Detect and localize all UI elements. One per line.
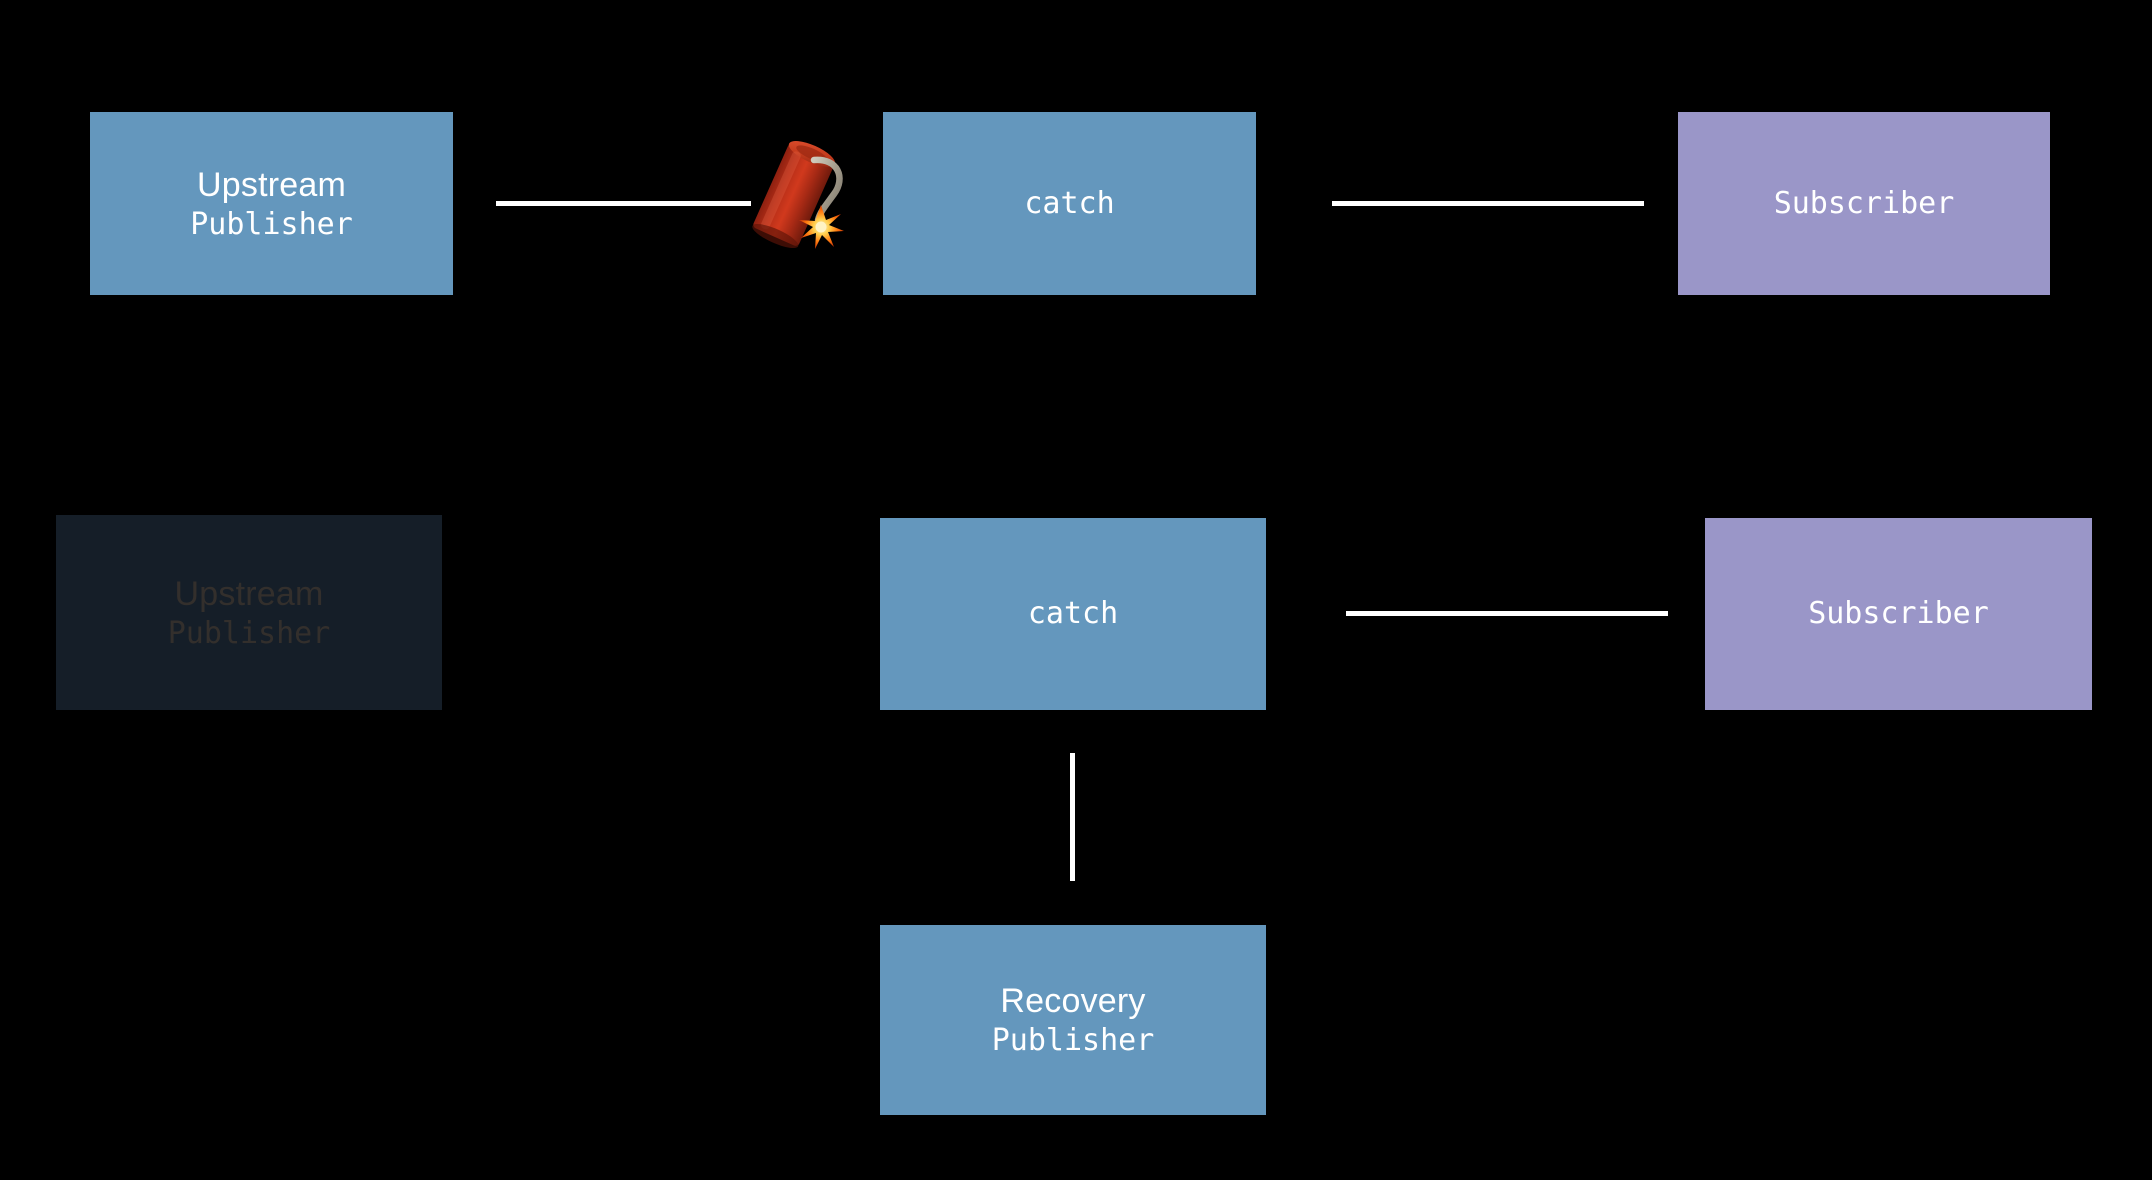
node-title: Recovery [1000, 982, 1146, 1021]
node-title: Subscriber [1808, 596, 1989, 632]
node-subscriber-row2[interactable]: Subscriber [1705, 518, 2092, 710]
dynamite-icon [742, 132, 857, 250]
edge-catch-to-subscriber-row2 [1346, 611, 1668, 616]
edge-upstream-to-catch [496, 201, 751, 206]
edge-catch-to-subscriber-row1 [1332, 201, 1644, 206]
node-title: Upstream [174, 574, 324, 613]
node-subtitle: Publisher [167, 615, 331, 651]
node-title: Upstream [197, 165, 346, 204]
node-title: catch [1027, 596, 1119, 632]
node-catch-operator-row2[interactable]: catch [880, 518, 1266, 710]
node-subtitle: Publisher [190, 206, 353, 242]
node-catch-operator-row1[interactable]: catch [883, 112, 1256, 295]
node-recovery-publisher[interactable]: Recovery Publisher [880, 925, 1266, 1115]
node-subscriber-row1[interactable]: Subscriber [1678, 112, 2050, 295]
node-subtitle: Publisher [991, 1023, 1155, 1059]
node-title: Subscriber [1773, 185, 1955, 221]
node-upstream-publisher[interactable]: Upstream Publisher [90, 112, 453, 295]
edge-recovery-to-catch [1070, 753, 1075, 881]
node-title: catch [1024, 185, 1115, 221]
node-upstream-publisher-dimmed[interactable]: Upstream Publisher [56, 515, 442, 710]
